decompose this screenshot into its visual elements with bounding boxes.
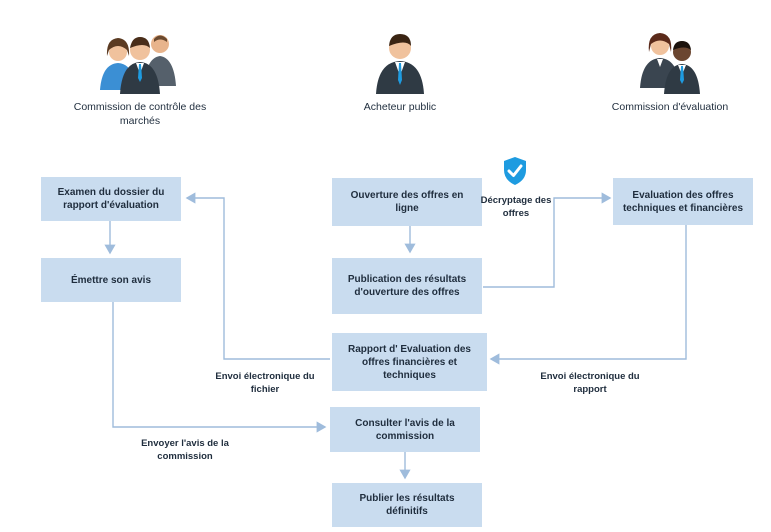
box-consulter-label: Consulter l'avis de la commission	[355, 417, 455, 442]
box-publication-label: Publication des résultats d'ouverture de…	[347, 274, 467, 298]
note-decryptage: Décryptage des offres	[480, 194, 552, 220]
two-people-icon	[595, 30, 745, 94]
note-envoi-fichier-label: Envoi électronique du fichier	[215, 371, 315, 395]
box-emettre-label: Émettre son avis	[70, 274, 152, 286]
box-evaluation-offres: Evaluation des offres techniques et fina…	[613, 178, 753, 225]
actor-label-acheteur-public: Acheteur public	[363, 101, 437, 113]
note-envoi-rapport: Envoi électronique du rapport	[535, 370, 645, 396]
actor-acheteur-public: Acheteur public	[345, 30, 455, 114]
connector-evaluation-rapport	[489, 225, 687, 365]
box-publication-resultats: Publication des résultats d'ouverture de…	[332, 258, 482, 314]
connector-emettre-consulter	[112, 302, 327, 433]
actor-label-commission-controle: Commission de contrôle des marchés	[73, 101, 207, 127]
box-consulter-avis: Consulter l'avis de la commission	[330, 407, 480, 452]
connector-rapport-examen	[185, 192, 330, 360]
note-envoyer-avis: Envoyer l'avis de la commission	[125, 437, 245, 463]
shield-check-icon	[502, 156, 528, 186]
box-ouverture-label: Ouverture des offres en ligne	[350, 190, 464, 214]
box-ouverture-offres: Ouverture des offres en ligne	[332, 178, 482, 226]
box-emettre-avis: Émettre son avis	[41, 258, 181, 302]
group-people-icon	[55, 30, 225, 94]
box-rapport-evaluation: Rapport d' Evaluation des offres financi…	[332, 333, 487, 391]
note-envoyer-avis-label: Envoyer l'avis de la commission	[141, 438, 229, 462]
box-evaluation-label: Evaluation des offres techniques et fina…	[622, 189, 744, 214]
box-publier-resultats: Publier les résultats définitifs	[332, 483, 482, 527]
businessman-icon	[345, 30, 455, 94]
box-publier-label: Publier les résultats définitifs	[359, 493, 455, 517]
note-decryptage-label: Décryptage des offres	[480, 195, 552, 219]
box-examen-dossier: Examen du dossier du rapport d'évaluatio…	[41, 177, 181, 221]
actor-commission-controle: Commission de contrôle des marchés	[55, 30, 225, 128]
box-examen-label: Examen du dossier du rapport d'évaluatio…	[57, 187, 165, 211]
actor-label-commission-evaluation: Commission d'évaluation	[611, 101, 729, 113]
note-envoi-rapport-label: Envoi électronique du rapport	[540, 371, 640, 395]
connector-publication-evaluation	[483, 192, 612, 288]
note-envoi-fichier: Envoi électronique du fichier	[210, 370, 320, 396]
actor-commission-evaluation: Commission d'évaluation	[595, 30, 745, 114]
box-rapport-label: Rapport d' Evaluation des offres financi…	[348, 343, 471, 381]
